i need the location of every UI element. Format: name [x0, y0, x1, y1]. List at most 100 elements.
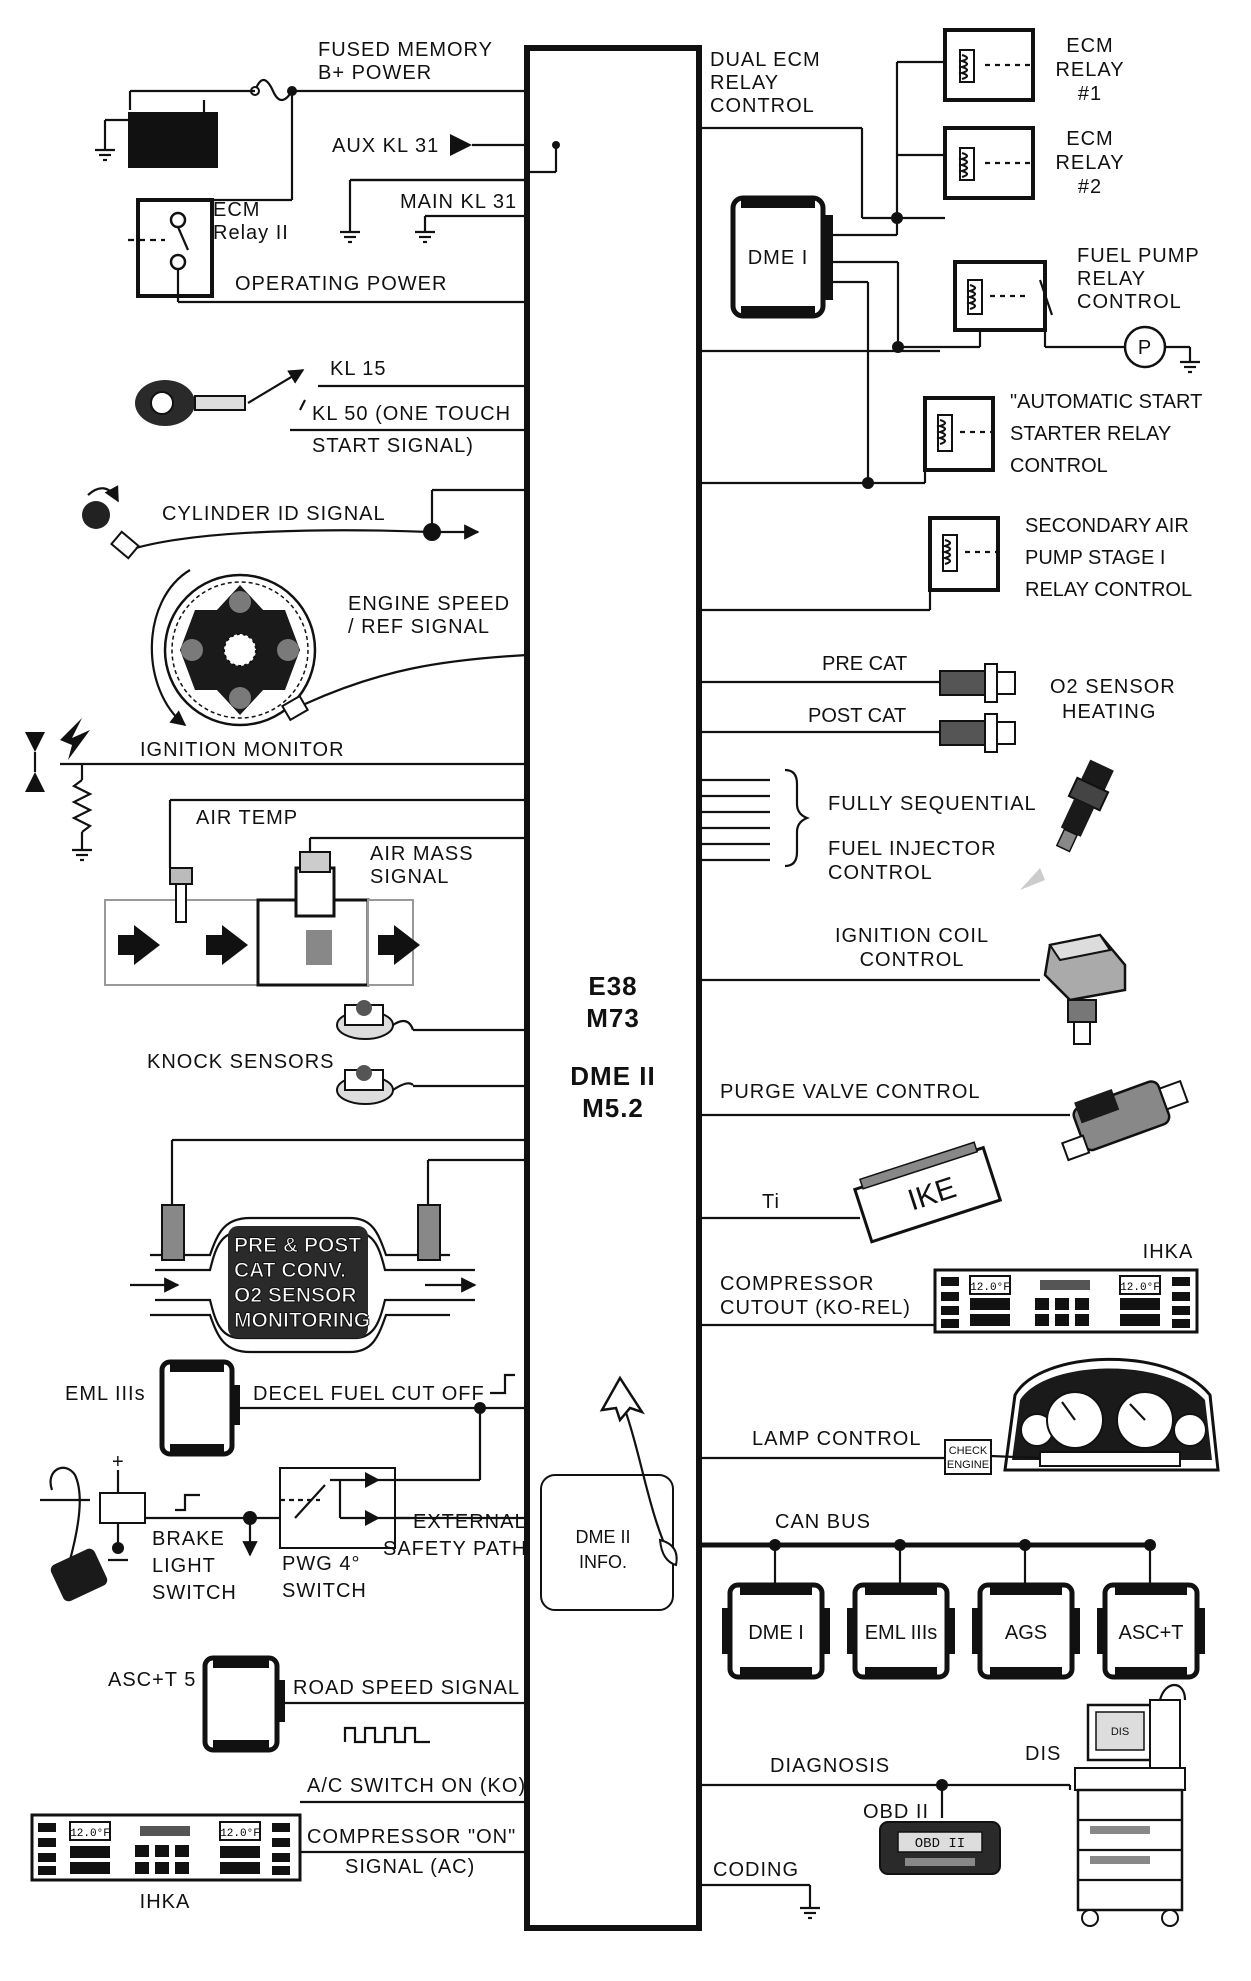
obd-screen-label: OBD II	[915, 1836, 965, 1852]
can-bus-label: CAN BUS	[775, 1511, 871, 1533]
kl50-label-2: START SIGNAL)	[312, 435, 474, 457]
ihka-left-label: IHKA	[140, 1891, 191, 1913]
coding-label: CODING	[713, 1859, 799, 1881]
compressor-on-label-1: COMPRESSOR "ON"	[307, 1826, 516, 1848]
ihka-right-label: IHKA	[1143, 1241, 1194, 1263]
dme-info-label-1: DME II	[575, 1527, 630, 1547]
dual-ecm-relay-control: DUAL ECM RELAY CONTROL ECM RELAY #1 ECM …	[699, 28, 1124, 224]
dme-info-label-2: INFO.	[579, 1552, 627, 1572]
auto-start-label-2: STARTER RELAY	[1010, 423, 1171, 445]
o2-monitoring-label-1: PRE & POST	[234, 1234, 361, 1257]
o2-monitoring-label-2: CAT CONV.	[234, 1259, 346, 1282]
dual-ecm-label-2: RELAY	[710, 72, 779, 94]
brake-pedal-icon	[50, 1548, 108, 1602]
can-module-label-4: ASC+T	[1118, 1622, 1183, 1644]
starter-relay-icon	[923, 396, 995, 472]
knock-sensors: KNOCK SENSORS	[147, 1000, 527, 1105]
plus-label: +	[112, 1451, 125, 1473]
automatic-start-relay-control: "AUTOMATIC START STARTER RELAY CONTROL	[699, 391, 1202, 489]
ecm-relay-1-label-1: ECM	[1066, 35, 1113, 57]
ac-switch-label: A/C SWITCH ON (KO)	[307, 1775, 526, 1797]
fuel-pump-label-3: CONTROL	[1077, 291, 1182, 313]
ecm-relay-2-label-3: #2	[1078, 176, 1102, 198]
ecm-relay-ii-label-2: Relay II	[213, 222, 289, 244]
o2-sensor-heating: PRE CAT POST CAT O2 SENSOR HEATING	[699, 653, 1175, 753]
air-mass-meter: AIR TEMP AIR MASS SIGNAL	[104, 798, 527, 987]
aux-kl31-label: AUX KL 31	[332, 135, 439, 157]
fused-memory-circuit: FUSED MEMORY B+ POWER	[95, 39, 527, 202]
purge-valve-icon	[1060, 1079, 1189, 1162]
ike-instrument-cluster: Ti IKE	[699, 1141, 1003, 1244]
ignition-monitor-label: IGNITION MONITOR	[140, 739, 345, 761]
ike-module-icon: IKE	[852, 1141, 1003, 1244]
eml-label: EML IIIs	[65, 1383, 146, 1405]
compressor-cutout-label-1: COMPRESSOR	[720, 1273, 874, 1295]
air-mass-label-1: AIR MASS	[370, 843, 474, 865]
module-label-m52: M5.2	[582, 1093, 644, 1123]
compressor-on-label-2: SIGNAL (AC)	[345, 1856, 475, 1878]
cylinder-id-label: CYLINDER ID SIGNAL	[162, 503, 386, 525]
module-label-m73: M73	[586, 1003, 640, 1033]
ihka-left-temp-2: 12.0°F	[220, 1828, 260, 1840]
fuel-injector-icon	[1055, 759, 1114, 853]
lamp-control: LAMP CONTROL CHECK ENGINE	[699, 1357, 1220, 1475]
dme-control-module: E38 M73 DME II M5.2	[524, 45, 702, 1931]
o2-heating-label-2: HEATING	[1062, 701, 1156, 723]
ihka-left-temp-1: 12.0°F	[70, 1828, 110, 1840]
fuel-pump-label-2: RELAY	[1077, 268, 1146, 290]
battery-icon	[128, 112, 218, 168]
asc-module-icon	[202, 1655, 280, 1753]
ignition-coil-control: IGNITION COIL CONTROL	[699, 925, 1127, 1045]
secondary-air-label-1: SECONDARY AIR	[1025, 515, 1189, 537]
obd-label: OBD II	[863, 1801, 929, 1823]
fused-memory-label-2: B+ POWER	[318, 62, 432, 84]
camshaft-sensor-icon	[82, 501, 110, 529]
auto-start-label-1: "AUTOMATIC START	[1010, 391, 1202, 413]
o2-monitoring-label-3: O2 SENSOR	[234, 1284, 357, 1307]
fuel-injector-control: FULLY SEQUENTIAL FUEL INJECTOR CONTROL	[699, 759, 1114, 890]
asc-label: ASC+T 5	[108, 1669, 196, 1691]
main-kl31-circuit: MAIN KL 31	[400, 191, 527, 244]
ihka-left: A/C SWITCH ON (KO) COMPRESSOR "ON" SIGNA…	[30, 1775, 527, 1913]
knock-sensors-label: KNOCK SENSORS	[147, 1051, 334, 1073]
diagnosis-circuit: DIAGNOSIS DIS OBD II OBD II CODING DIS	[699, 1683, 1187, 1927]
fuel-pump-relay-control: P FUEL PUMP RELAY CONTROL	[699, 245, 1200, 374]
can-module-eml: EML IIIs	[847, 1582, 955, 1680]
ecm-relay-2-label-1: ECM	[1066, 128, 1113, 150]
decel-fuel-label: DECEL FUEL CUT OFF	[253, 1383, 485, 1405]
ti-label: Ti	[762, 1191, 780, 1213]
can-module-label-2: EML IIIs	[865, 1622, 938, 1644]
airflow-arrow-icon	[134, 925, 160, 965]
kl50-label-1: KL 50 (ONE TOUCH	[312, 403, 511, 425]
fused-memory-label-1: FUSED MEMORY	[318, 39, 493, 61]
dme-info-callout: DME II INFO.	[540, 1375, 678, 1611]
can-module-asc: ASC+T	[1097, 1582, 1205, 1680]
check-engine-lamp-icon	[944, 1439, 992, 1475]
secondary-air-relay-icon	[928, 516, 1000, 592]
injector-label-3: CONTROL	[828, 862, 933, 884]
spark-icon	[25, 732, 45, 752]
dis-tester-icon: DIS	[1068, 1683, 1187, 1927]
aux-kl31-circuit: AUX KL 31	[332, 134, 560, 244]
engine-speed-label-1: ENGINE SPEED	[348, 593, 510, 615]
main-kl31-label: MAIN KL 31	[400, 191, 517, 213]
compressor-cutout-label-2: CUTOUT (KO-REL)	[720, 1297, 911, 1319]
eml-module-icon	[159, 1359, 235, 1457]
aux-kl31-arrow-icon	[450, 134, 472, 156]
operating-power-label: OPERATING POWER	[235, 273, 447, 295]
diagnosis-label: DIAGNOSIS	[770, 1755, 890, 1777]
eml-module: EML IIIs DECEL FUEL CUT OFF	[65, 1359, 527, 1482]
module-label-e38: E38	[588, 971, 637, 1001]
cylinder-id-circuit: CYLINDER ID SIGNAL	[82, 485, 527, 560]
brake-label-3: SWITCH	[152, 1582, 237, 1604]
can-module-label-1: DME I	[748, 1622, 804, 1644]
ihka-right: IHKA COMPRESSOR CUTOUT (KO-REL) 12.0°F 1…	[699, 1241, 1199, 1334]
purge-valve-label: PURGE VALVE CONTROL	[720, 1081, 981, 1103]
external-safety-label-1: EXTERNAL	[413, 1511, 527, 1533]
brake-label-1: BRAKE	[152, 1528, 225, 1550]
injector-label-1: FULLY SEQUENTIAL	[828, 793, 1037, 815]
asc-module: ASC+T 5 ROAD SPEED SIGNAL	[108, 1655, 527, 1753]
pwg-label-2: SWITCH	[282, 1580, 367, 1602]
air-temp-label: AIR TEMP	[196, 807, 298, 829]
